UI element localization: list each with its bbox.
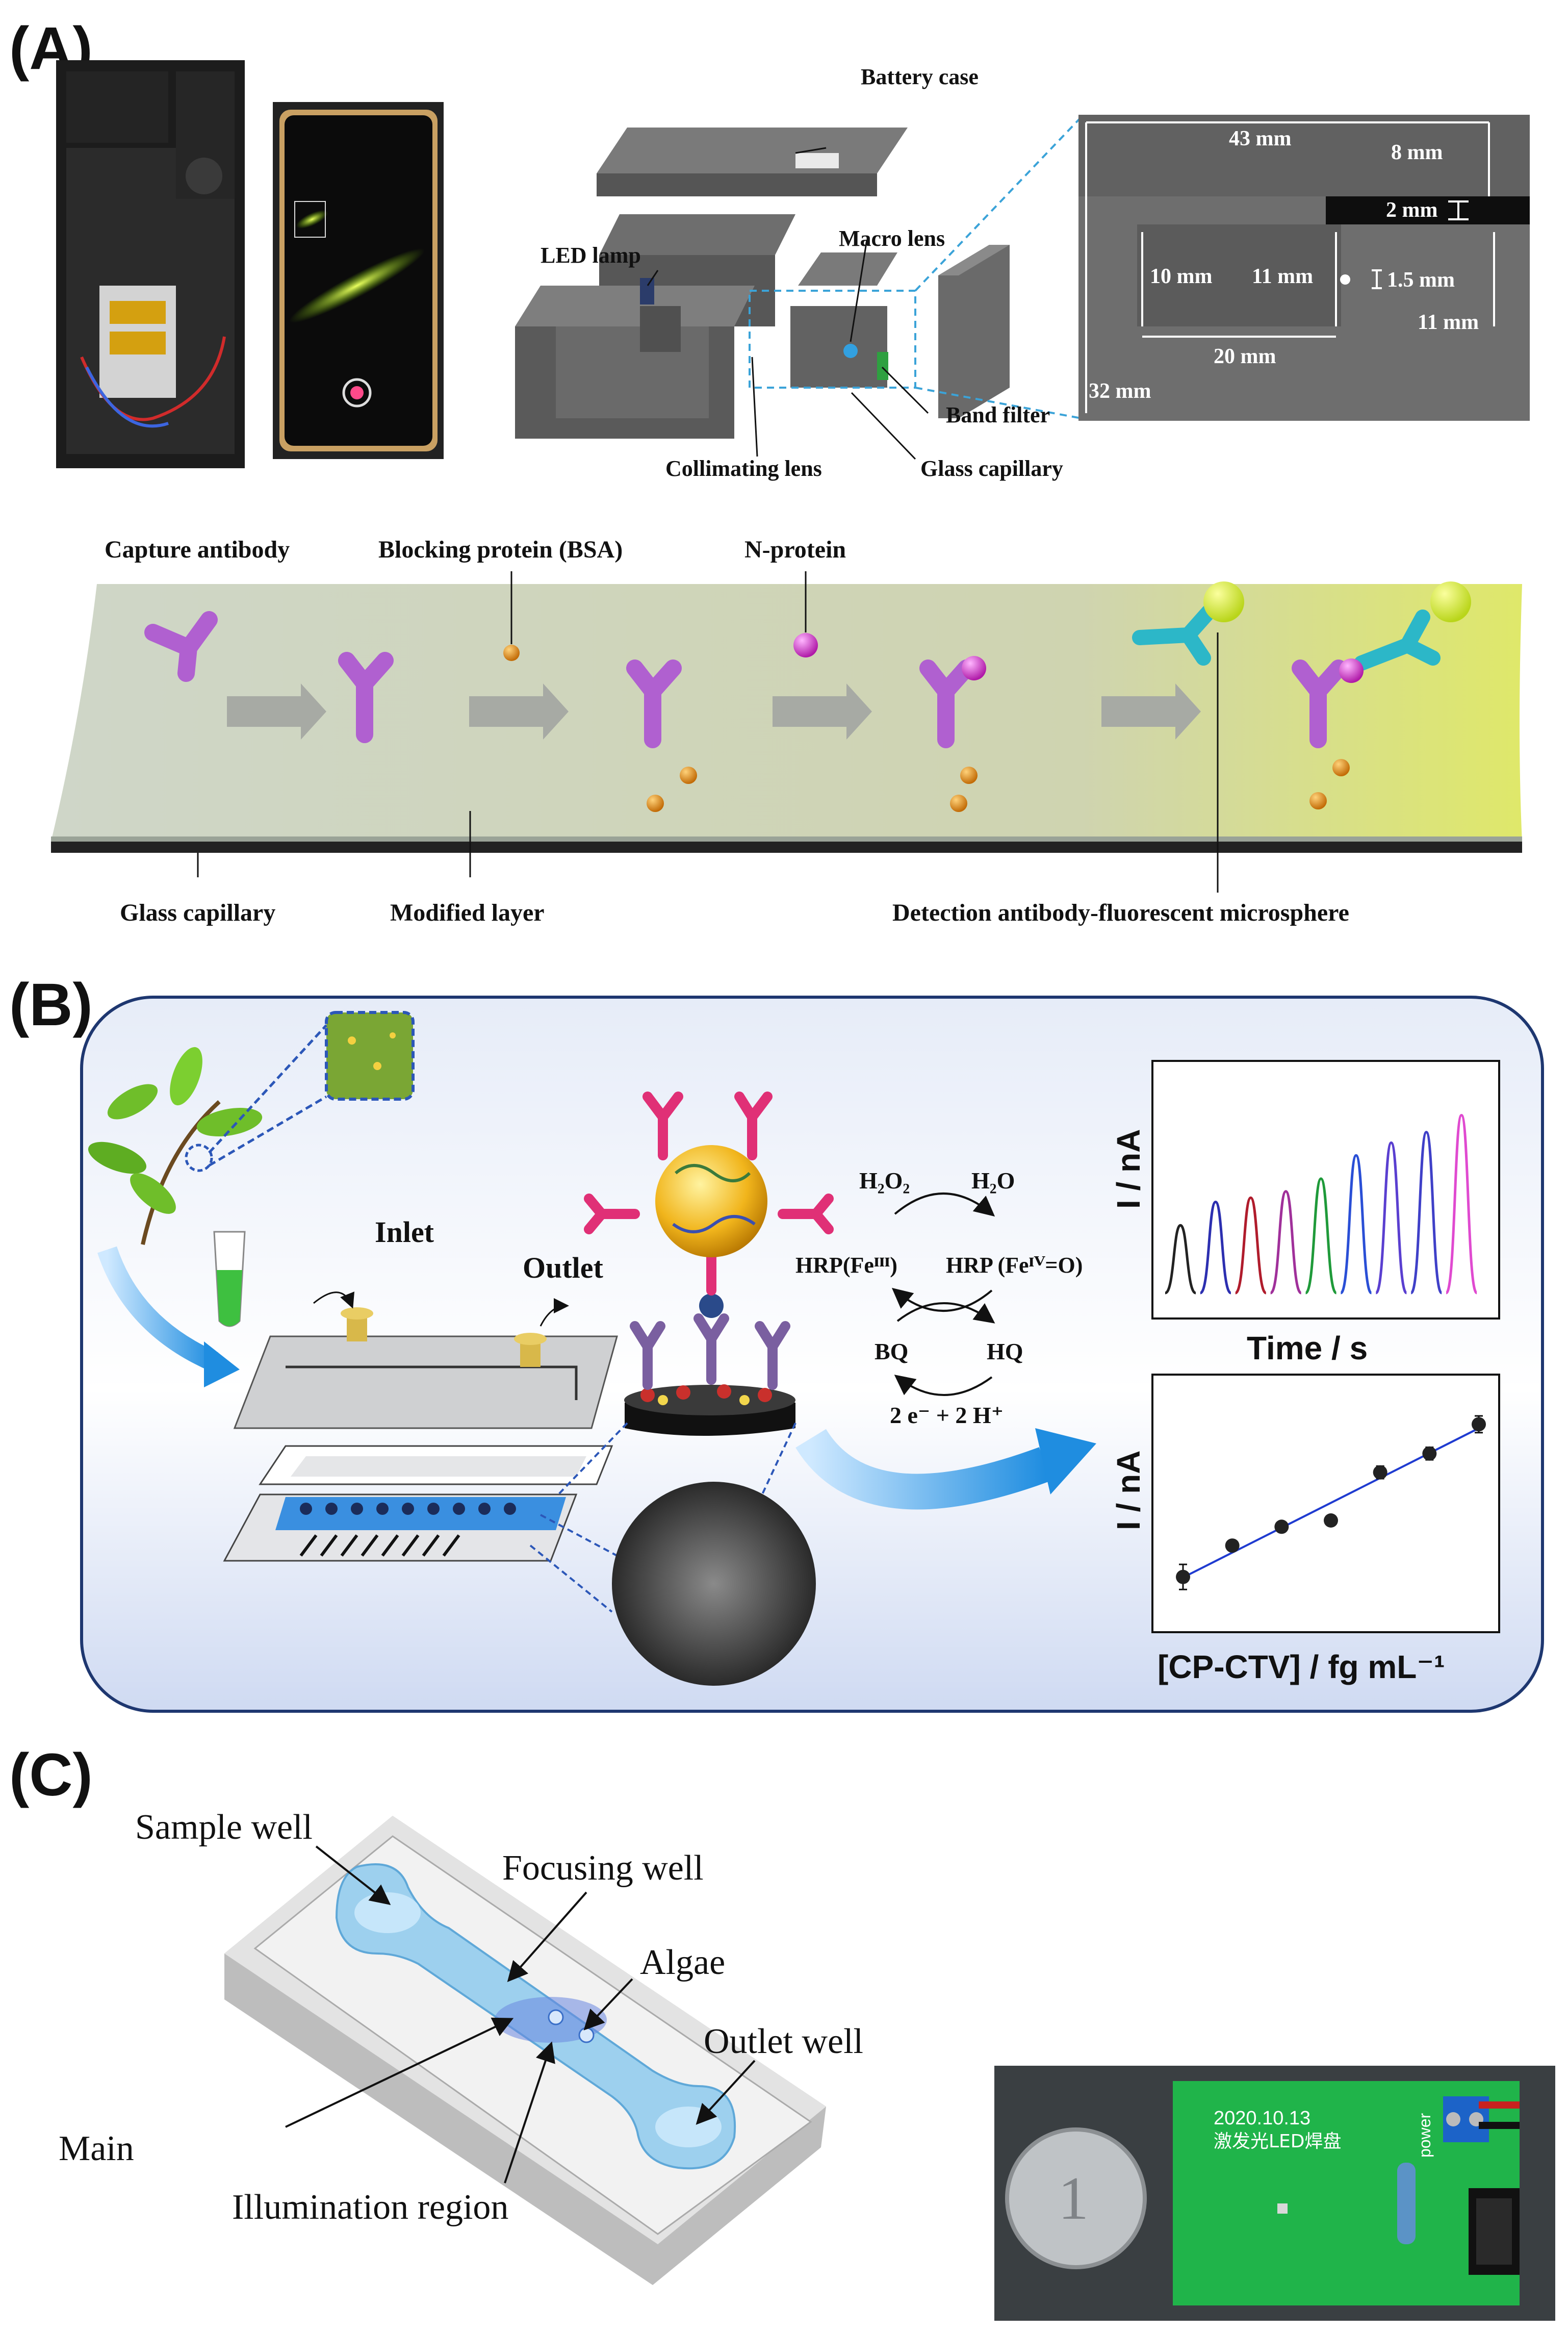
pcb-power: power <box>1416 2113 1434 2158</box>
rxn-electrons: 2 e⁻ + 2 H⁺ <box>890 1402 1004 1428</box>
sem-image <box>612 1482 816 1686</box>
microfluidic-slide <box>224 1816 826 2285</box>
flow-arrow-head <box>1035 1428 1096 1494</box>
data-point-1 <box>1176 1569 1190 1584</box>
data-point-2 <box>1225 1538 1240 1553</box>
plot1-xlabel: Time / s <box>1247 1330 1368 1366</box>
peak-8 <box>1409 1131 1443 1295</box>
plot1-peaks <box>1164 1113 1478 1295</box>
label-battery-case: Battery case <box>861 64 979 89</box>
panel-label-c: (C) <box>9 1741 93 1809</box>
peak-2 <box>1199 1201 1232 1295</box>
label-focusing-well: Focusing well <box>502 1848 704 1888</box>
data-point-5 <box>1373 1465 1387 1480</box>
pcb-title: 激发光LED焊盘 <box>1214 2131 1342 2152</box>
peak-1 <box>1164 1224 1197 1295</box>
flow-arrow <box>795 1429 1052 1510</box>
data-point-7 <box>1472 1417 1486 1432</box>
leaf-sample-illustration <box>88 1011 415 1387</box>
led-pcb-photo: 1 <box>994 2066 1555 2321</box>
peak-5 <box>1305 1177 1338 1295</box>
peak-3 <box>1235 1196 1267 1295</box>
label-modified-layer: Modified layer <box>390 899 545 926</box>
plot1-ylabel: I / nA <box>1110 1129 1147 1209</box>
rxn-h2o: H₂O <box>971 1168 1015 1194</box>
dim-11mm-right: 11 mm <box>1418 311 1479 334</box>
dim-11mm-left: 11 mm <box>1252 265 1313 288</box>
data-point-6 <box>1422 1446 1437 1461</box>
label-sample-well: Sample well <box>135 1808 313 1847</box>
label-glass-capillary-device: Glass capillary <box>920 456 1063 481</box>
pcb-date: 2020.10.13 <box>1214 2108 1310 2129</box>
label-algae: Algae <box>640 1943 725 1982</box>
rxn-bq: BQ <box>875 1338 908 1364</box>
svg-text:1: 1 <box>1058 2164 1089 2232</box>
smartphone-photo <box>273 102 444 459</box>
label-macro-lens: Macro lens <box>839 226 945 251</box>
dim-32mm: 32 mm <box>1089 379 1151 403</box>
peak-6 <box>1339 1154 1373 1295</box>
label-outlet-well: Outlet well <box>704 2022 863 2061</box>
dim-1-5mm: 1.5 mm <box>1387 268 1455 292</box>
plot2-xlabel: [CP-CTV] / fg mL⁻¹ <box>1158 1649 1445 1685</box>
dim-43mm: 43 mm <box>1229 127 1291 150</box>
plot2-frame <box>1151 1374 1500 1633</box>
rxn-hrp-fe4: HRP (Feᴵⱽ=O) <box>946 1253 1083 1278</box>
plot2-ylabel: I / nA <box>1110 1451 1147 1530</box>
label-main: Main <box>59 2129 134 2168</box>
data-point-3 <box>1274 1519 1289 1534</box>
label-capture-antibody: Capture antibody <box>105 536 290 563</box>
redox-cycle <box>891 1193 995 1396</box>
exploded-device-diagram <box>515 116 1082 460</box>
panel-label-b: (B) <box>9 971 93 1038</box>
label-detection-antibody: Detection antibody-fluorescent microsphe… <box>892 899 1349 926</box>
data-point-4 <box>1324 1513 1338 1528</box>
label-blocking-protein: Blocking protein (BSA) <box>378 536 623 563</box>
label-led-lamp: LED lamp <box>541 243 641 268</box>
microfluidic-chip <box>223 1291 618 1562</box>
electrode-immunocomplex <box>529 1092 834 1686</box>
label-inlet: Inlet <box>375 1215 434 1249</box>
label-glass-capillary: Glass capillary <box>120 899 275 926</box>
plot2-calibration <box>1176 1415 1486 1590</box>
dim-20mm: 20 mm <box>1214 345 1276 368</box>
dim-8mm: 8 mm <box>1391 141 1443 164</box>
rxn-hrp-fe3: HRP(Feᴵᴵᴵ) <box>795 1253 897 1278</box>
label-illumination-region: Illumination region <box>232 2188 508 2227</box>
label-band-filter: Band filter <box>946 402 1050 427</box>
plot1-frame <box>1151 1060 1500 1320</box>
rxn-h2o2: H₂O₂ <box>859 1168 910 1194</box>
peak-7 <box>1374 1141 1408 1295</box>
label-collimating-lens: Collimating lens <box>665 456 822 481</box>
rxn-hq: HQ <box>987 1338 1023 1364</box>
assay-capillary-strip <box>51 571 1522 893</box>
dimension-drawing <box>1078 115 1530 421</box>
device-photo <box>56 60 245 468</box>
label-n-protein: N-protein <box>744 536 846 563</box>
label-outlet: Outlet <box>523 1251 604 1284</box>
dim-10mm: 10 mm <box>1150 265 1212 288</box>
dim-2mm: 2 mm <box>1386 198 1437 222</box>
peak-4 <box>1270 1190 1302 1295</box>
peak-9 <box>1445 1113 1478 1295</box>
